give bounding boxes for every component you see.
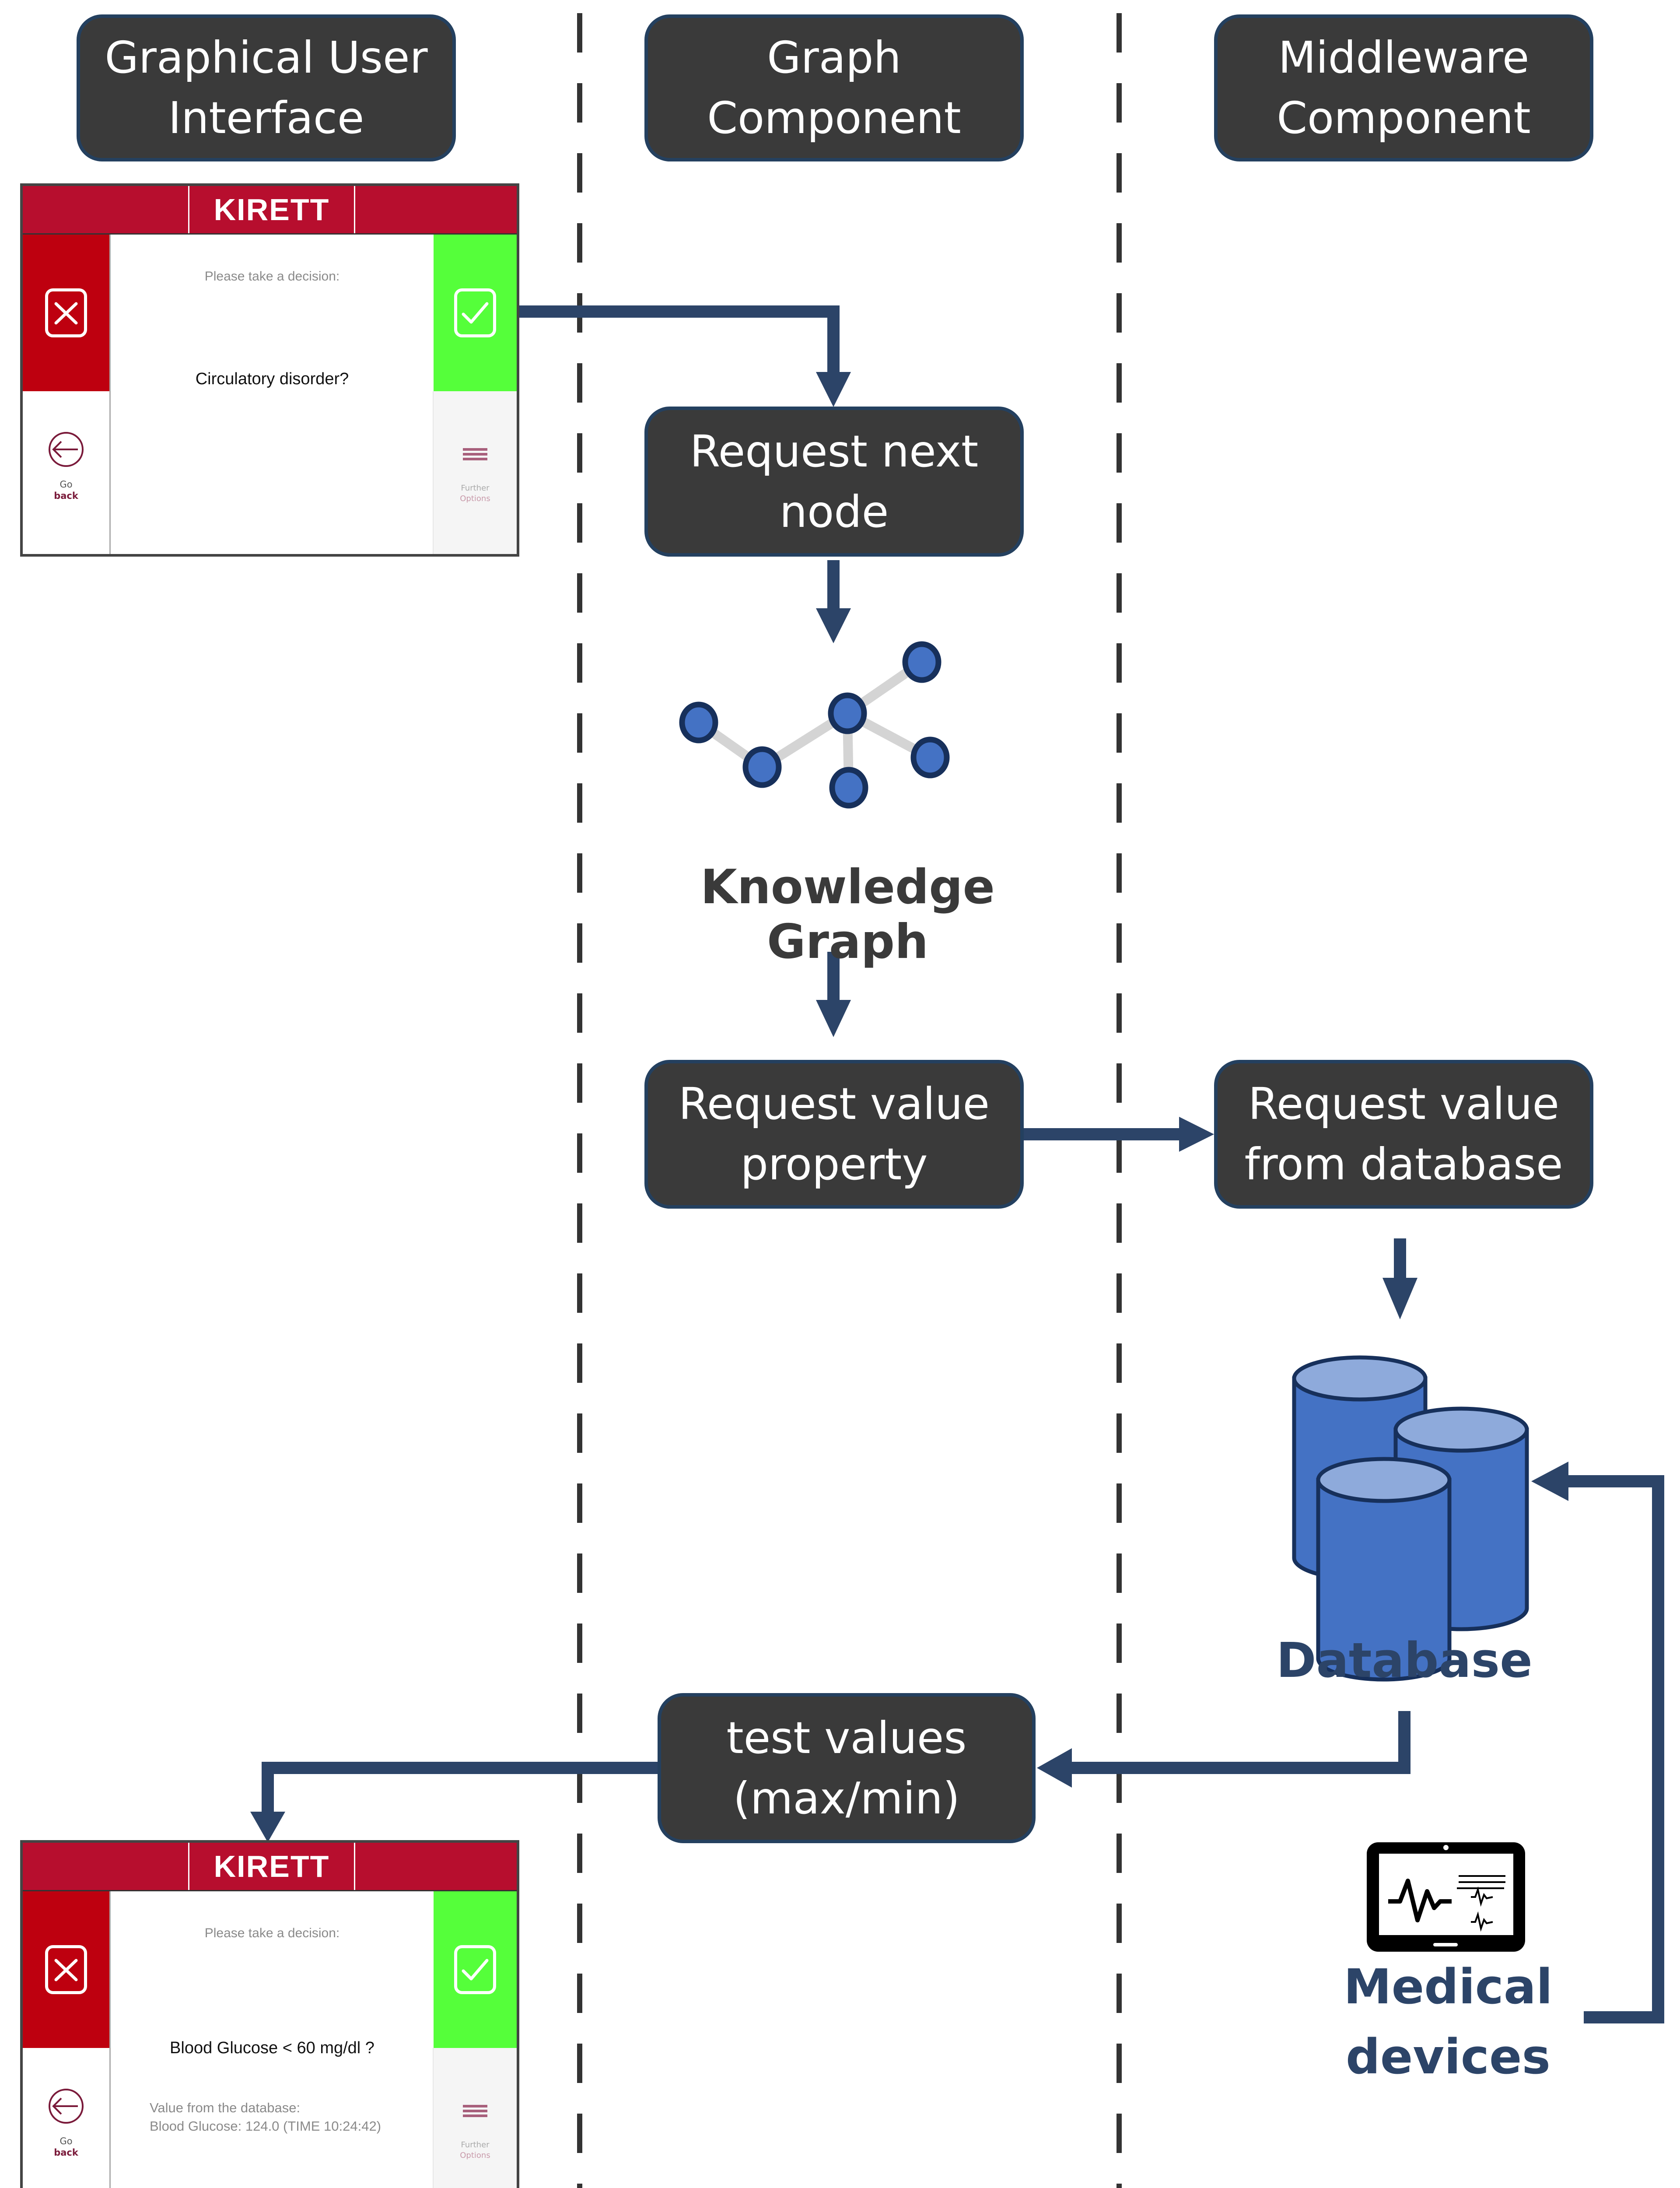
arrowhead [250, 1812, 285, 1842]
accept-button[interactable] [434, 1891, 517, 2048]
decision-question: Circulatory disorder? [195, 370, 349, 388]
arrow-test-values-to-gui [262, 1762, 658, 1816]
step-request-next-node: Request next node [644, 407, 1024, 557]
decision-question: Blood Glucose < 60 mg/dl ? [170, 2039, 374, 2057]
go-back-label-line2: back [54, 2147, 78, 2158]
lane-header-graph: Graph Component [644, 14, 1024, 161]
lane-header-middleware: Middleware Component [1214, 14, 1593, 161]
go-back-label-line1: Go [60, 2136, 73, 2146]
decision-prompt: Please take a decision: [204, 1926, 340, 1940]
knowledge-graph-icon [679, 641, 950, 809]
arrowhead [816, 608, 851, 643]
database-value-info: Value from the database: Blood Glucose: … [150, 2100, 382, 2134]
options-label-line2: Options [460, 494, 490, 503]
kirett-header: KIRETT [23, 186, 517, 235]
check-icon [454, 1945, 496, 1994]
reject-button[interactable] [23, 1891, 109, 2048]
menu-icon [463, 448, 487, 463]
medical-devices-label: Medical devices [1344, 1959, 1553, 2085]
kirett-logo: KIRETT [188, 1843, 355, 1890]
arrowhead [1382, 1278, 1418, 1319]
check-icon [454, 288, 496, 337]
step-test-values: test values (max/min) [658, 1693, 1036, 1843]
accept-button[interactable] [434, 235, 517, 391]
arrow-left-circle-icon [49, 432, 84, 467]
lane-header-gui: Graphical User Interface [77, 14, 456, 161]
options-label-line1: Further [461, 2140, 490, 2149]
reject-button[interactable] [23, 235, 109, 391]
menu-icon [463, 2105, 487, 2119]
arrowhead [816, 1000, 851, 1037]
close-icon [45, 288, 87, 337]
lane-divider-2 [1116, 13, 1122, 2188]
lane-divider-1 [577, 13, 582, 2188]
go-back-label-line2: back [54, 491, 78, 501]
arrow-gui-to-next-node [519, 305, 840, 376]
arrowhead [1531, 1462, 1568, 1501]
step-request-value-from-database: Request value from database [1214, 1060, 1593, 1209]
kirett-header: KIRETT [23, 1843, 517, 1891]
medical-tablet-icon [1367, 1842, 1525, 1952]
close-icon [45, 1945, 87, 1994]
options-label-line2: Options [460, 2151, 490, 2160]
arrowhead [1037, 1748, 1072, 1788]
arrowhead [816, 372, 851, 407]
options-label-line1: Further [461, 484, 490, 493]
step-request-value-property: Request value property [644, 1060, 1024, 1209]
database-icon [1292, 1355, 1529, 1682]
database-label: Database [1276, 1632, 1533, 1688]
knowledge-graph-label: Knowledge Graph [700, 860, 995, 969]
kirett-logo: KIRETT [188, 186, 355, 233]
arrow-database-to-test-values [1068, 1711, 1410, 1774]
go-back-label-line1: Go [60, 479, 73, 490]
decision-prompt: Please take a decision: [204, 269, 340, 284]
arrow-medical-devices-to-database [1562, 1475, 1664, 2023]
arrow-left-circle-icon [49, 2089, 84, 2124]
arrowhead [1179, 1117, 1214, 1152]
